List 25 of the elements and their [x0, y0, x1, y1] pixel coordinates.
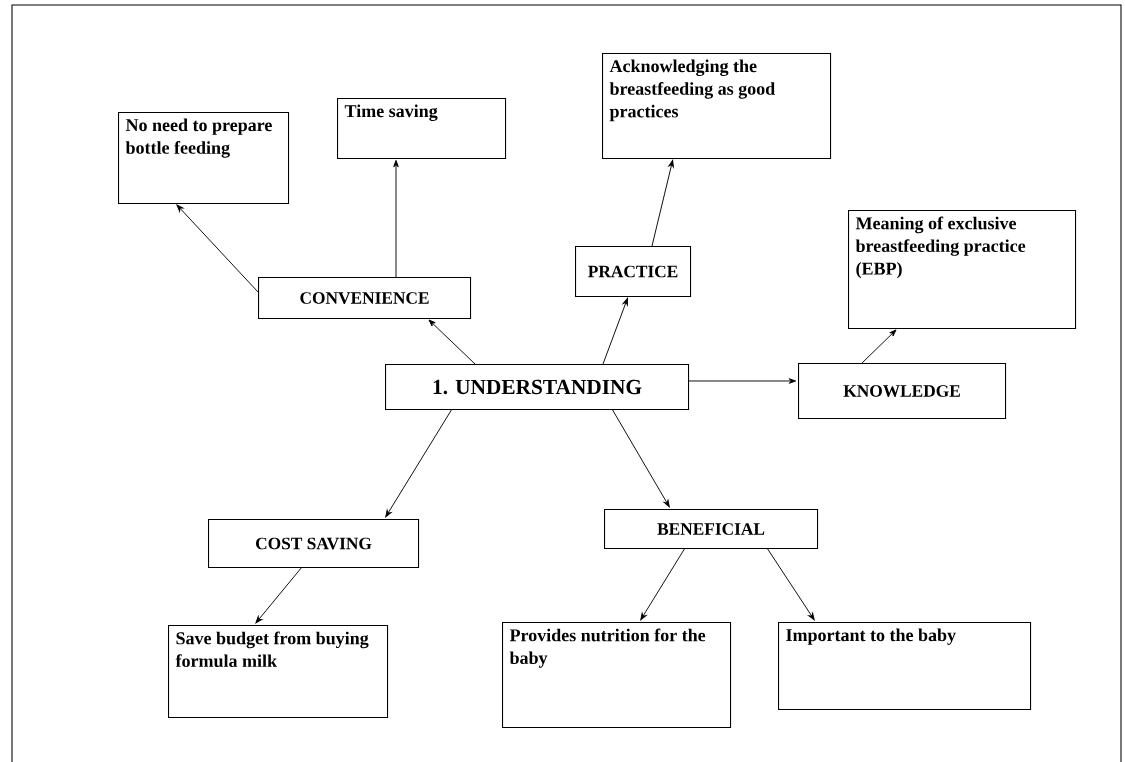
concept-box: 1. UNDERSTANDING [385, 364, 690, 411]
concept-box: KNOWLEDGE [798, 363, 1007, 420]
text-box: No need to prepare bottle feeding [118, 112, 290, 205]
concept-box: COST SAVING [208, 519, 420, 569]
arrow [611, 408, 670, 508]
arrow [651, 159, 674, 247]
concept-box: PRACTICE [575, 246, 692, 298]
arrow [602, 297, 628, 365]
text-box: Important to the baby [778, 622, 1032, 711]
arrow [176, 204, 259, 293]
text-box: Provides nutrition for the baby [502, 622, 732, 729]
arrow [766, 547, 815, 621]
arrow [687, 378, 797, 384]
text-box: Acknowledging the breastfeeding as good practices [602, 53, 832, 160]
concept-box: CONVENIENCE [258, 277, 472, 320]
arrow [385, 408, 453, 518]
arrow [255, 566, 303, 624]
concept-box: BENEFICIAL [604, 509, 819, 550]
arrow [640, 547, 686, 621]
text-box: Time saving [337, 98, 507, 160]
text-box: Meaning of exclusive breastfeeding practice (EBP) [848, 210, 1077, 330]
arrow [428, 319, 476, 365]
arrow [861, 329, 897, 364]
text-box: Save budget from buying formula milk [168, 625, 389, 719]
arrow [393, 159, 399, 278]
